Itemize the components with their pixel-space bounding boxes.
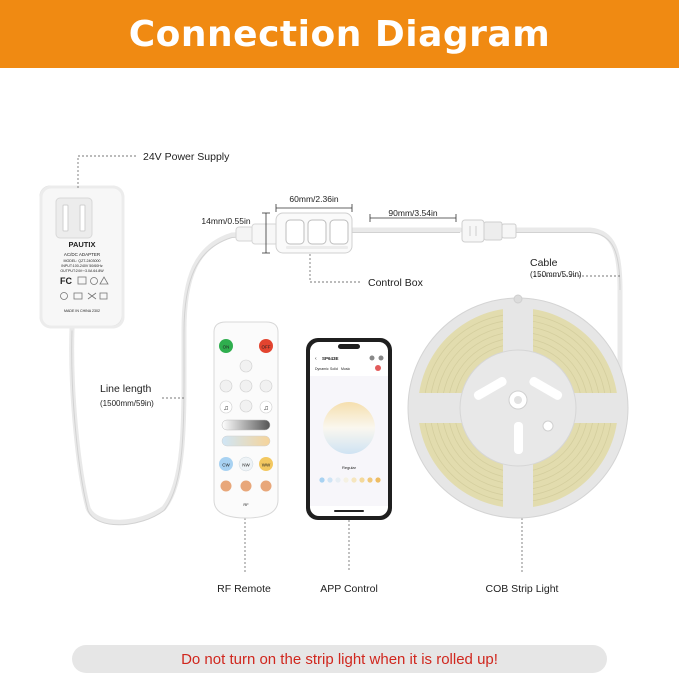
phone-tab-solid: Solid (330, 367, 338, 371)
phone-mode-label: Regular (342, 465, 357, 470)
music-icon-right (259, 400, 273, 414)
timer-button-2 (240, 480, 252, 492)
cob-strip-reel (407, 294, 629, 519)
phone-notch (338, 344, 360, 349)
title-banner: Connection Diagram (0, 0, 679, 68)
ww-button (259, 457, 273, 471)
cct-presets (319, 477, 381, 483)
cw-button (219, 457, 233, 471)
power-on-button (219, 339, 233, 353)
svg-text:WW: WW (262, 463, 271, 468)
label-control-box: Control Box (368, 277, 424, 289)
smartphone: ‹ SP643E Dynamic Solid Music Regular (306, 338, 392, 520)
warning-banner: Do not turn on the strip light when it i… (72, 645, 607, 673)
svg-text:NW: NW (242, 463, 250, 468)
svg-text:♫: ♫ (263, 405, 268, 412)
nw-button (238, 456, 254, 472)
cct-slider (221, 435, 271, 447)
page-title: Connection Diagram (128, 13, 551, 55)
label-strip-light: COB Strip Light (486, 583, 559, 595)
cct-color-wheel (323, 402, 375, 454)
adapter-line4: OUTPUT:24V⎓3.0A 64.8W (60, 269, 104, 273)
label-power-supply: 24V Power Supply (143, 151, 230, 163)
label-cable-length: (150mm/5.9in) (530, 270, 582, 279)
label-cable: Cable (530, 257, 558, 269)
inline-connector (461, 219, 517, 243)
phone-tab-music: Music (341, 367, 350, 371)
control-box-button-3 (329, 219, 349, 245)
pause-icon (239, 379, 253, 393)
svg-text:OFF: OFF (262, 345, 271, 350)
warning-text: Do not turn on the strip light when it i… (181, 650, 498, 668)
adapter-line2: MODEL: QZT-2403000 (64, 259, 101, 263)
label-line-length-value: (1500mm/59in) (100, 399, 154, 408)
control-box-button-1 (285, 219, 305, 245)
brightness-slider (221, 419, 271, 431)
phone-device-name: SP643E (322, 356, 339, 361)
phone-settings-icon (378, 355, 384, 361)
svg-text:ON: ON (223, 345, 230, 350)
mode-prev-icon (219, 379, 233, 393)
label-dim-width: 60mm/2.36in (289, 194, 338, 204)
back-icon: ‹ (315, 356, 317, 362)
label-dim-height: 14mm/0.55in (201, 216, 250, 226)
control-box-button-2 (307, 219, 327, 245)
svg-text:♫: ♫ (223, 405, 228, 412)
adapter-brand: PAUTIX (69, 240, 96, 249)
timer-button-1 (220, 480, 232, 492)
adapter-line3: INPUT:100-240V 50/60Hz (61, 264, 103, 268)
control-box (275, 212, 353, 254)
power-off-button (259, 339, 273, 353)
plug-icon (55, 197, 93, 239)
rf-remote: ON OFF ♫ ♫ CW NW WW RF (213, 321, 279, 519)
timer-button-3 (260, 480, 272, 492)
power-adapter: PAUTIX AC/DC ADAPTER MODEL: QZT-2403000 … (39, 185, 125, 329)
leader-power-supply (77, 155, 138, 188)
label-dim-cable: 90mm/3.54in (388, 208, 437, 218)
dc-plug (235, 223, 279, 245)
leader-control-box (309, 254, 362, 283)
phone-mic-icon (375, 365, 381, 371)
phone-power-icon (369, 355, 375, 361)
music-icon-left (219, 400, 233, 414)
phone-home-indicator (334, 510, 364, 512)
brightness-down-icon (239, 399, 253, 413)
label-line-length: Line length (100, 383, 152, 395)
brightness-up-icon (239, 359, 253, 373)
label-rf-remote: RF Remote (217, 583, 271, 595)
mode-next-icon (259, 379, 273, 393)
label-app-control: APP Control (320, 583, 378, 595)
remote-footer: RF (243, 502, 249, 507)
phone-tab-dynamic: Dynamic (315, 367, 329, 371)
fc-mark: FC (60, 276, 72, 286)
adapter-line1: AC/DC ADAPTER (64, 252, 101, 257)
svg-text:CW: CW (222, 463, 230, 468)
certification-icons (60, 276, 109, 300)
adapter-made-in: MADE IN CHINA 2302 (64, 309, 100, 313)
